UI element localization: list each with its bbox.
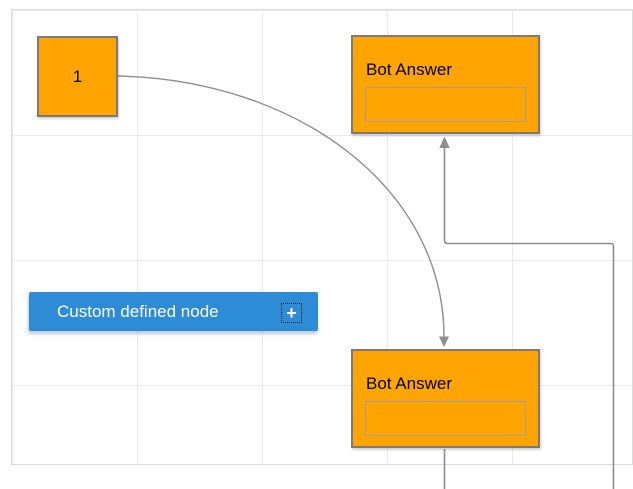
node-bot-answer-bottom[interactable]: Bot Answer [351, 349, 540, 448]
node-bot-answer-top[interactable]: Bot Answer [351, 35, 540, 134]
elbow-connector[interactable] [443, 148, 615, 489]
node-custom-defined[interactable]: Custom defined node + [29, 292, 318, 331]
node-bot-answer-top-label: Bot Answer [366, 60, 452, 79]
node-bot-answer-top-text-field[interactable] [365, 87, 526, 122]
node-bot-answer-bottom-text-field[interactable] [365, 401, 526, 436]
elbow-connector-arrowhead [439, 136, 450, 148]
node-1[interactable]: 1 [37, 36, 118, 117]
node-1-label: 1 [72, 66, 83, 86]
add-port-button[interactable]: + [281, 303, 302, 323]
node-bot-answer-bottom-label: Bot Answer [366, 374, 452, 393]
bezier-connector[interactable] [117, 75, 445, 338]
node-custom-defined-label: Custom defined node [57, 301, 219, 321]
plus-icon: + [286, 303, 297, 323]
bezier-connector-arrowhead [439, 336, 449, 347]
